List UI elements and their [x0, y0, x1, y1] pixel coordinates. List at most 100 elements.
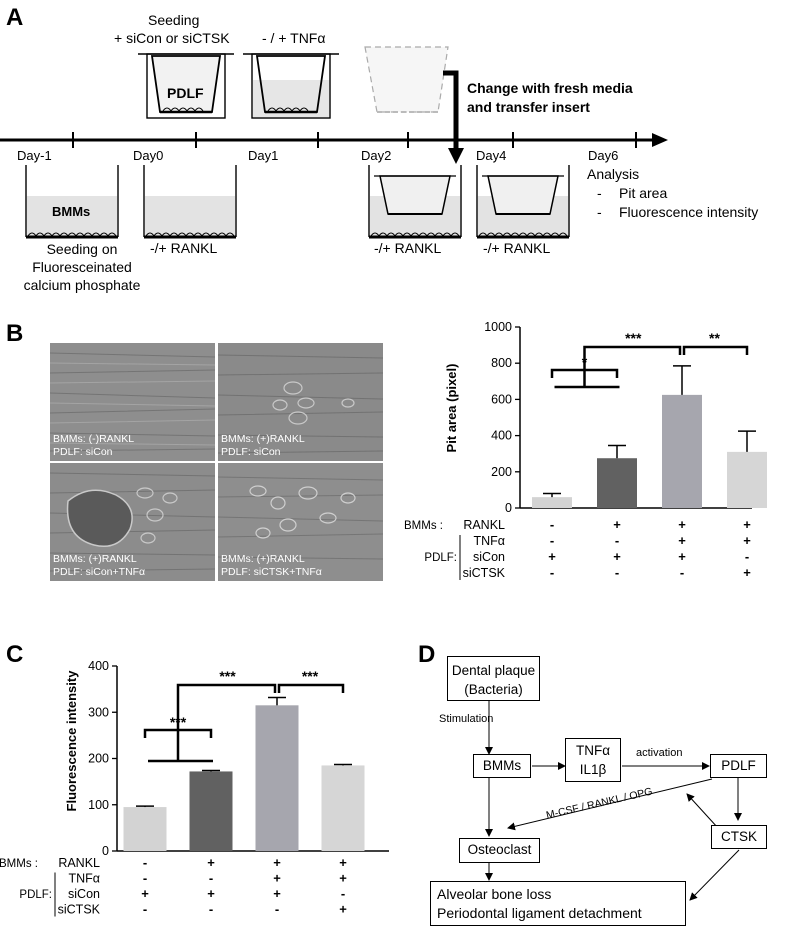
significance-bracket — [682, 345, 749, 355]
insert-ghost — [364, 46, 449, 113]
insert-well-tnf — [243, 53, 339, 119]
day-label: Day1 — [248, 148, 279, 163]
condition-mark: - — [209, 871, 213, 886]
timeline-axis — [0, 132, 668, 148]
day-label: Day4 — [476, 148, 507, 163]
bmms-label: BMMs : — [0, 858, 38, 870]
well-bmm-seeding — [25, 165, 119, 239]
significance-mark: ** — [709, 330, 720, 346]
analysis-bullet: - — [597, 185, 602, 201]
micrograph: BMMs: (+)RANKL PDLF: siCTSK+TNFα — [218, 463, 383, 581]
bar — [662, 394, 702, 508]
rankl-label: -/+ RANKL — [150, 240, 218, 256]
pdlf-label: PDLF: — [424, 552, 457, 564]
condition-mark: - — [550, 533, 554, 548]
y-tick-label: 400 — [88, 659, 109, 673]
significance-brackets: ****** — [550, 330, 749, 389]
bar — [255, 705, 299, 851]
significance-mark: *** — [625, 330, 642, 346]
micrograph-texture — [218, 343, 383, 461]
pathway-arrows — [485, 701, 742, 901]
condition-mark: - — [615, 533, 619, 548]
pdlf-box: PDLF — [710, 754, 767, 778]
micrograph-caption: BMMs: (+)RANKL PDLF: siCon+TNFα — [53, 553, 146, 578]
condition-label: siCTSK — [463, 566, 506, 580]
micrograph: BMMs: (-)RANKL PDLF: siCon — [50, 343, 215, 461]
seeding-bottom-caption: Seeding on Fluoresceinated calcium phosp… — [23, 241, 141, 293]
analysis-item: Fluorescence intensity — [619, 204, 759, 220]
micrograph-texture — [50, 463, 215, 581]
micrograph: BMMs: (+)RANKL PDLF: siCon — [218, 343, 383, 461]
analysis-item: Pit area — [619, 185, 668, 201]
micrograph-caption: BMMs: (-)RANKL PDLF: siCon — [53, 433, 135, 458]
day-label: Day0 — [133, 148, 164, 163]
significance-mark: *** — [219, 668, 236, 684]
tnf-caption: - / + TNFα — [262, 30, 326, 46]
bar — [123, 807, 167, 851]
micrograph: BMMs: (+)RANKL PDLF: siCon+TNFα — [50, 463, 215, 581]
rankl-label: -/+ RANKL — [374, 240, 442, 256]
change-media-caption: Change with fresh media — [467, 80, 633, 96]
transfer-arrow — [443, 70, 464, 164]
condition-mark: - — [680, 565, 684, 580]
condition-mark: + — [339, 902, 347, 917]
y-tick-label: 0 — [102, 844, 109, 858]
condition-mark: - — [143, 855, 147, 870]
condition-mark: + — [678, 517, 686, 532]
significance-bracket — [277, 683, 345, 693]
micrograph-texture — [50, 343, 215, 461]
day-label: Day2 — [361, 148, 392, 163]
bar — [321, 765, 365, 851]
well-day4 — [476, 165, 570, 239]
y-tick-label: 800 — [491, 356, 512, 370]
ctsk-box: CTSK — [711, 825, 767, 849]
condition-label: siCon — [473, 550, 505, 564]
significance-mark: *** — [302, 668, 319, 684]
panel-label-d: D — [418, 641, 436, 668]
condition-mark: + — [207, 886, 215, 901]
bar — [189, 771, 233, 851]
y-tick-label: 200 — [88, 752, 109, 766]
micrograph-caption: BMMs: (+)RANKL PDLF: siCTSK+TNFα — [221, 553, 322, 578]
osteoclast-box: Osteoclast — [459, 838, 540, 863]
condition-mark: + — [743, 565, 751, 580]
significance-brackets: ********* — [143, 668, 345, 763]
condition-label: TNFα — [473, 534, 505, 548]
panel-label-a: A — [6, 4, 24, 31]
y-tick-label: 200 — [491, 465, 512, 479]
insert-well-seeding — [138, 53, 234, 119]
significance-bracket — [583, 345, 682, 387]
condition-mark: + — [273, 886, 281, 901]
condition-mark: - — [550, 565, 554, 580]
condition-mark: + — [613, 517, 621, 532]
bmms-label: BMMs : — [404, 520, 443, 532]
condition-mark: + — [678, 549, 686, 564]
activation-label: activation — [636, 747, 683, 759]
pdlf-label: PDLF: — [19, 889, 52, 901]
condition-mark: + — [273, 871, 281, 886]
significance-bracket — [176, 683, 277, 761]
condition-mark: - — [143, 902, 147, 917]
analysis-title: Analysis — [587, 166, 640, 182]
seeding-sub-caption: + siCon or siCTSK — [114, 30, 230, 46]
well-day0 — [143, 165, 237, 239]
y-tick-label: 1000 — [484, 320, 512, 334]
panel-label-b: B — [6, 320, 24, 347]
day-label: Day-1 — [17, 148, 52, 163]
well-day2 — [368, 165, 462, 239]
micrograph-texture — [218, 463, 383, 581]
y-tick-label: 100 — [88, 798, 109, 812]
stimulation-label: Stimulation — [439, 713, 494, 725]
bar — [727, 451, 767, 508]
condition-label: RANKL — [58, 856, 100, 870]
panel-label-c: C — [6, 641, 24, 668]
bar — [597, 458, 637, 508]
condition-mark: + — [339, 871, 347, 886]
condition-mark: - — [550, 517, 554, 532]
analysis-bullet: - — [597, 204, 602, 220]
condition-mark: - — [143, 871, 147, 886]
timeline-schematic — [0, 46, 668, 239]
condition-mark: + — [743, 533, 751, 548]
